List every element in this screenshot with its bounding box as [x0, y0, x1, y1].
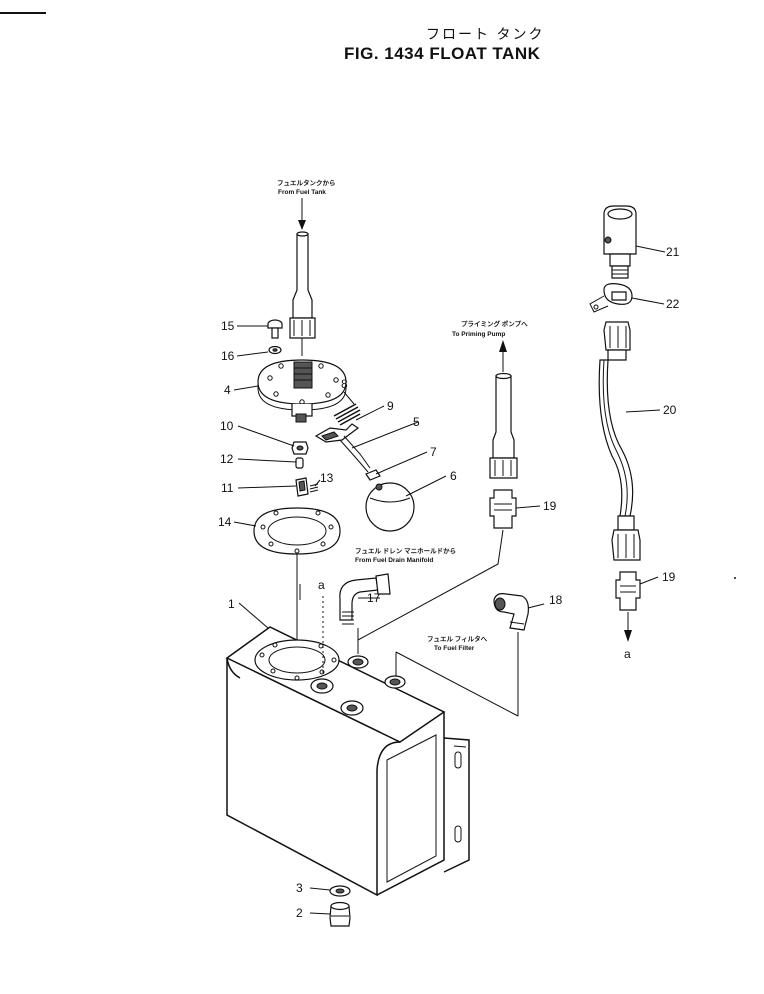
label-part-2: 2 [296, 906, 303, 920]
float-opening [254, 639, 340, 681]
washer-16 [268, 345, 282, 355]
label-part-18: 18 [549, 593, 563, 607]
tank-ports [310, 655, 406, 716]
stray-mark [734, 577, 736, 579]
route-line-priming [357, 529, 504, 641]
label-part-13: 13 [320, 471, 334, 485]
label-part-1: 1 [228, 597, 235, 611]
arrowhead-from-fuel-tank [298, 220, 306, 230]
label-part-9: 9 [387, 399, 394, 413]
reference-mark-a-hose: a [624, 647, 631, 661]
float-tank-body [225, 626, 470, 897]
label-part-11: 11 [221, 481, 234, 495]
label-part-5: 5 [413, 415, 420, 429]
label-part-15: 15 [221, 319, 235, 333]
washer-3 [329, 885, 351, 897]
label-part-7: 7 [430, 445, 437, 459]
note-to-priming-pump-jp: プライミング ポンプへ [461, 319, 528, 328]
label-part-20: 20 [663, 403, 677, 417]
fuel-tank-pipe [289, 231, 316, 356]
corner-rule [0, 12, 46, 14]
note-from-fuel-tank-jp: フュエルタンクから [277, 178, 336, 187]
spring-8 [333, 403, 361, 426]
label-part-3: 3 [296, 881, 303, 895]
note-from-drain-manifold-jp: フュエル ドレン マニホールドから [355, 547, 456, 555]
connector-19-right [615, 571, 641, 642]
connector-19 [489, 489, 517, 529]
note-to-fuel-filter-jp: フュエル フィルタへ [427, 634, 488, 643]
label-part-4: 4 [224, 383, 231, 397]
leader-lines [233, 245, 666, 915]
label-part-17: 17 [367, 591, 381, 605]
label-part-10: 10 [220, 419, 234, 433]
reference-mark-a-tank: a [318, 578, 325, 592]
figure-title-jp: フロート タンク [426, 27, 545, 43]
clip-11 [295, 477, 309, 497]
label-part-12: 12 [220, 452, 234, 466]
plug-2 [329, 901, 351, 927]
label-part-21: 21 [666, 245, 680, 259]
label-part-16: 16 [221, 349, 235, 363]
note-from-fuel-tank: From Fuel Tank [278, 189, 326, 196]
gasket-14 [253, 507, 341, 555]
cap-21 [603, 205, 637, 279]
note-to-priming-pump: To Priming Pump [452, 331, 505, 338]
gauge-flange [257, 359, 347, 423]
note-from-drain-manifold: From Fuel Drain Manifold [355, 557, 433, 564]
pin-12 [295, 457, 304, 469]
clamp-22 [589, 283, 633, 313]
label-part-22: 22 [666, 297, 680, 311]
note-to-fuel-filter: To Fuel Filter [434, 645, 475, 652]
label-part-6: 6 [450, 469, 457, 483]
label-part-19: 19 [543, 499, 557, 513]
elbow-18 [395, 593, 529, 717]
label-part-19-right: 19 [662, 570, 676, 584]
label-part-8: 8 [341, 377, 348, 391]
nut-7 [365, 469, 381, 481]
nut-10 [291, 441, 309, 455]
figure-title: FIG. 1434 FLOAT TANK [344, 44, 541, 63]
hose-20 [598, 321, 641, 561]
spring-13 [309, 483, 319, 493]
label-part-14: 14 [218, 515, 232, 529]
float-ball-6 [365, 482, 415, 532]
screw-15 [267, 319, 283, 339]
elbow-17 [339, 573, 391, 654]
priming-pump-pipe [489, 340, 518, 479]
float-arm-5 [314, 423, 371, 473]
